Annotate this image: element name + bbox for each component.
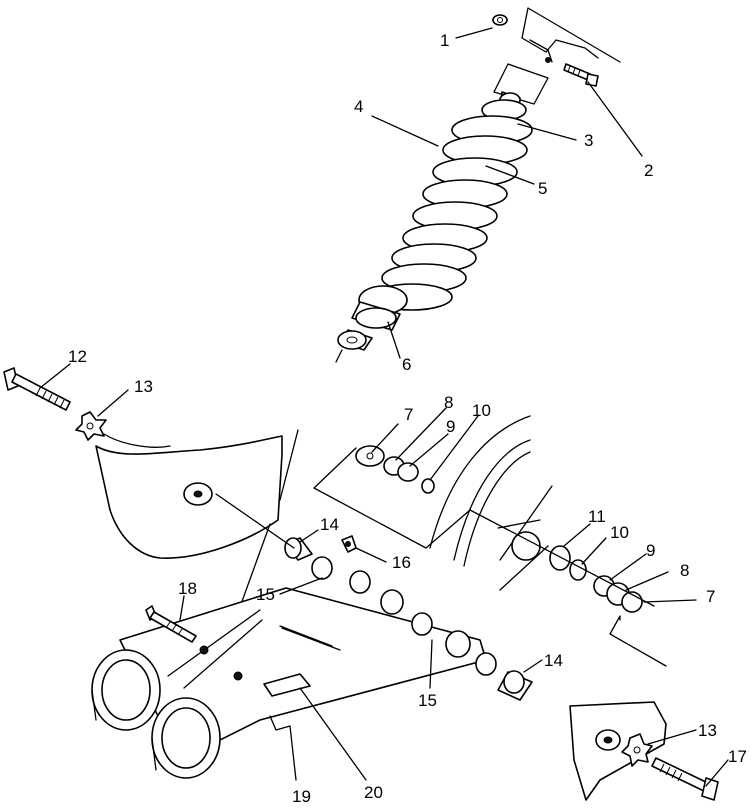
alignment-box-right (469, 509, 667, 667)
callout-8-upper: 8 (444, 393, 453, 412)
bolt-12 (3, 367, 71, 411)
tube-clamps (91, 649, 221, 779)
nut-bracket (233, 671, 243, 681)
callout-labels: 1 2 3 4 5 6 7 8 9 10 11 10 9 8 7 12 13 1… (68, 31, 747, 806)
shock-absorber (337, 91, 533, 351)
star-washer-13-left (75, 411, 107, 441)
leader-lines (39, 27, 729, 787)
grease-fitting-16 (341, 535, 357, 553)
callout-2: 2 (644, 161, 653, 180)
left-side-plate (95, 429, 299, 641)
bushings (284, 537, 533, 701)
left-plate-axis (215, 493, 295, 549)
washer-stack-left (355, 445, 435, 494)
callout-16: 16 (392, 553, 411, 572)
callout-6: 6 (402, 355, 411, 374)
callout-10-lower: 10 (610, 523, 629, 542)
callout-13-right: 13 (698, 721, 717, 740)
callout-15-lower: 15 (418, 691, 437, 710)
upper-mount-bracket (521, 7, 621, 63)
bolt-18 (145, 605, 197, 643)
idler-wheel-arc (429, 415, 531, 567)
callout-20: 20 (364, 783, 383, 802)
shock-lower-axis (335, 349, 343, 363)
callout-9-upper: 9 (446, 417, 455, 436)
bolt-17 (651, 757, 719, 801)
alignment-box-left (313, 447, 471, 549)
star-washer-13-right (621, 733, 653, 767)
callout-19: 19 (292, 787, 311, 806)
callout-7-upper: 7 (404, 405, 413, 424)
callout-17: 17 (728, 747, 747, 766)
callout-15-upper: 15 (256, 585, 275, 604)
callout-3: 3 (584, 131, 593, 150)
callout-1: 1 (440, 31, 449, 50)
callout-12: 12 (68, 347, 87, 366)
nut-1 (492, 14, 508, 26)
right-side-plate (569, 701, 667, 801)
callout-14-upper: 14 (320, 515, 339, 534)
callout-14-lower: 14 (544, 651, 563, 670)
callout-5: 5 (538, 179, 547, 198)
callout-9-lower: 9 (646, 541, 655, 560)
callout-4: 4 (354, 97, 363, 116)
callout-7-lower: 7 (706, 587, 715, 606)
callout-10-upper: 10 (472, 401, 491, 420)
bolt-2 (563, 63, 599, 87)
alignment-line-upper (493, 63, 549, 105)
callout-8-lower: 8 (680, 561, 689, 580)
nut-18 (199, 645, 209, 655)
callout-11: 11 (588, 507, 606, 526)
spring-5 (371, 115, 533, 311)
callout-13-left: 13 (134, 377, 153, 396)
callout-18: 18 (178, 579, 197, 598)
right-hub-assembly (497, 485, 643, 613)
washer-leader (103, 433, 171, 448)
